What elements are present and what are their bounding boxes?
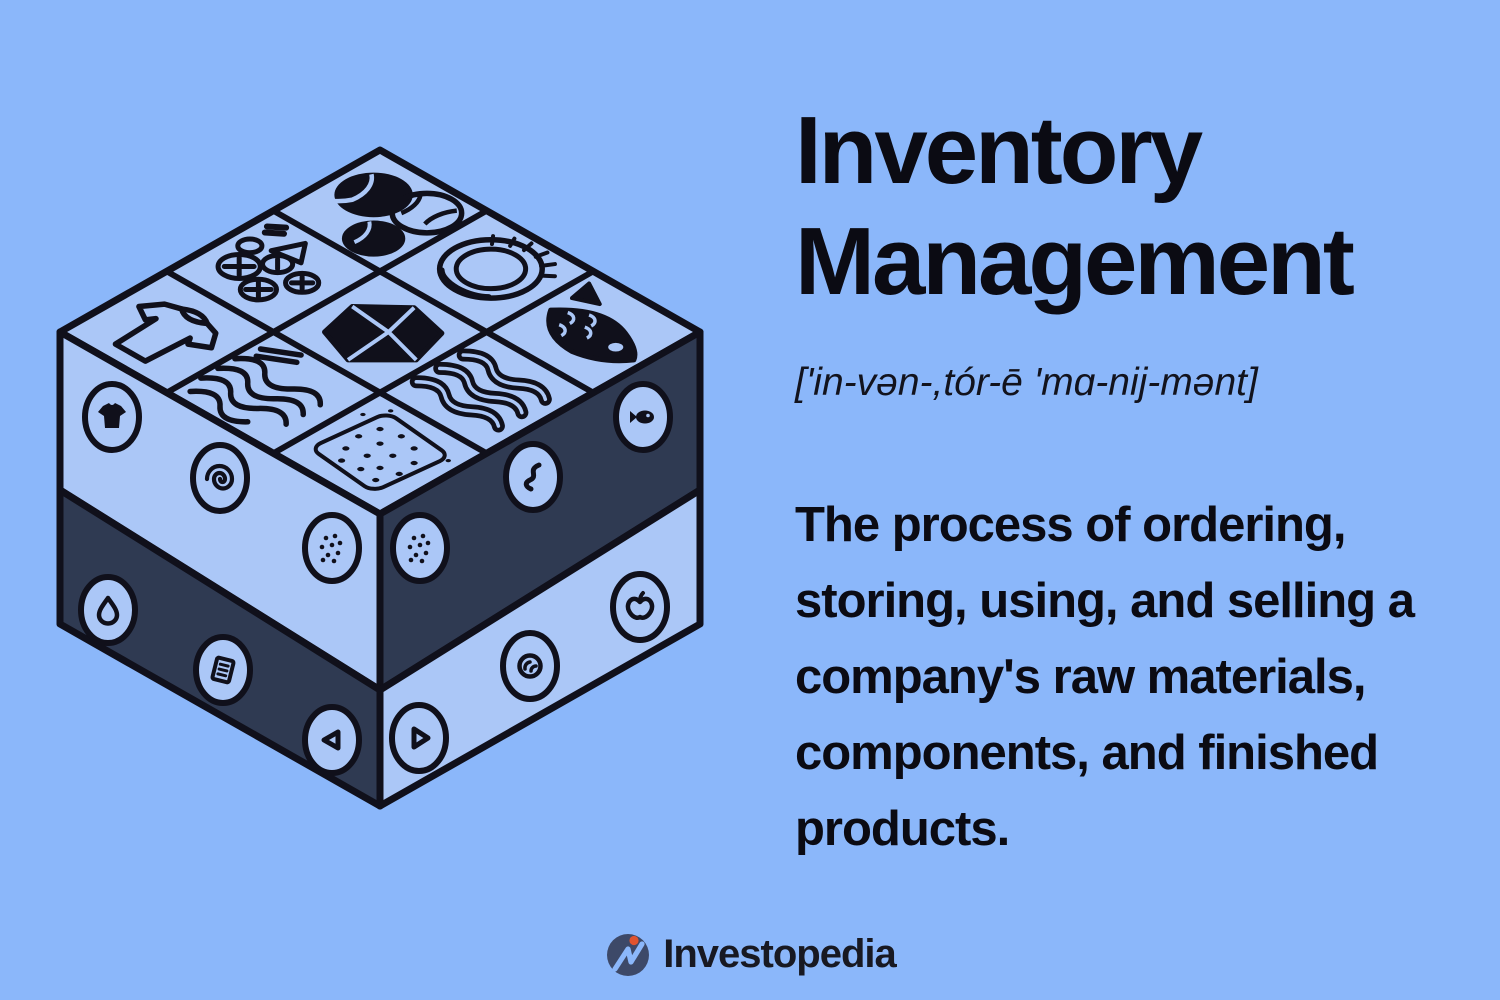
- definition-line: products.: [795, 802, 1010, 856]
- compartment-screws: [194, 222, 354, 313]
- cracker-dots: [337, 409, 451, 483]
- compartment-cracker: [298, 409, 451, 499]
- stamp-play-icon: [389, 702, 449, 774]
- stamp-tshirt-icon: [82, 381, 142, 453]
- compartment-noodles: [178, 338, 354, 438]
- stamp-apple-icon: [610, 571, 670, 643]
- definition-text: The process of ordering, storing, using,…: [795, 487, 1475, 867]
- investopedia-icon: [607, 934, 650, 976]
- title-line-1: Inventory: [795, 97, 1203, 204]
- inventory-crate-illustration: [56, 146, 704, 810]
- stamp-spiral-icon: [190, 442, 250, 514]
- stamp-document-icon: [193, 634, 253, 706]
- compartment-tennis-balls: [285, 172, 476, 257]
- compartment-gem: [303, 290, 461, 380]
- definition-line: components, and finished: [795, 726, 1379, 780]
- investopedia-logo: Investopedia: [0, 930, 1500, 978]
- stamp-squiggle-icon: [503, 441, 563, 513]
- pronunciation-text: ['in-vən-,tór-ē 'mɑ-nij-mənt]: [795, 361, 1258, 404]
- stamp-fish-icon: [613, 381, 673, 453]
- logo-text: Investopedia: [663, 931, 897, 976]
- definition-line: storing, using, and selling a: [795, 574, 1415, 628]
- definition-line: company's raw materials,: [795, 650, 1366, 704]
- stamp-dots-icon: [390, 512, 450, 584]
- definition-panel: Inventory Management ['in-vən-,tór-ē 'mɑ…: [795, 95, 1475, 867]
- compartment-bowl: [418, 224, 572, 311]
- compartment-grid: [163, 207, 597, 457]
- logo-dot: [629, 935, 639, 946]
- definition-line: The process of ordering,: [795, 498, 1346, 552]
- title-line-2: Management: [795, 208, 1355, 315]
- compartment-tshirt: [94, 293, 235, 373]
- stamp-dots-icon: [302, 512, 362, 584]
- compartment-bacon: [413, 351, 551, 429]
- stamp-triangle-icon: [302, 704, 362, 776]
- stamp-droplet-icon: [78, 574, 138, 646]
- compartment-fish: [521, 283, 679, 373]
- stamp-pretzel-icon: [500, 630, 560, 702]
- page-title: Inventory Management: [795, 95, 1475, 317]
